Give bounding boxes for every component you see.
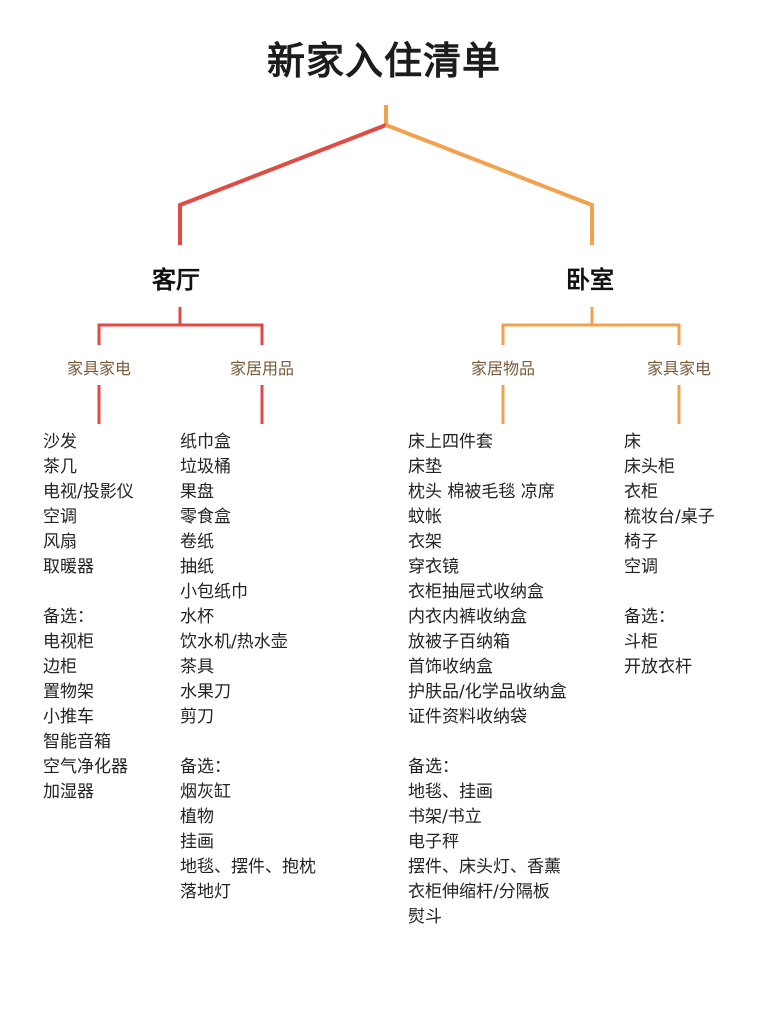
list-item: 地毯、挂画 [408,782,493,802]
list-item: 床上四件套 [408,432,493,452]
list-item: 床头柜 [624,457,675,477]
list-item: 备选： [408,757,459,777]
list-item: 空调 [624,557,658,577]
item-list: 沙发茶几电视/投影仪空调风扇取暖器备选： 电视柜边柜置物架小推车智能音箱空气净化器… [43,430,134,805]
list-item: 衣柜抽屉式收纳盒 [408,582,544,602]
list-item: 加湿器 [43,782,94,802]
branch-living-room [178,123,387,245]
list-item: 斗柜 [624,632,658,652]
category-bedroom-furniture-appliances: 家具家电 [646,359,711,378]
category-living-furniture-appliances: 家具家电 [66,359,131,378]
list-item: 茶具 [180,657,214,677]
list-item: 烟灰缸 [180,782,231,802]
list-item: 取暖器 [43,557,94,577]
list-item: 备选： [43,607,94,627]
list-item: 内衣内裤收纳盒 [408,607,527,627]
living-room-bracket [97,323,264,345]
room-bedroom: 卧室 [566,266,614,294]
list-item: 水杯 [180,607,214,627]
spacer [180,730,316,755]
list-item: 首饰收纳盒 [408,657,493,677]
list-item: 饮水机/热水壶 [180,632,288,652]
page-title: 新家入住清单 [266,39,501,83]
item-list: 纸巾盒垃圾桶果盘零食盒卷纸抽纸小包纸巾水杯饮水机/热水壶茶具水果刀剪刀备选： 烟灰… [180,430,316,905]
list-item: 卷纸 [180,532,214,552]
branch-bedroom [385,123,594,245]
list-item: 备选： [624,607,675,627]
list-item: 落地灯 [180,882,231,902]
list-item: 电视/投影仪 [43,482,134,502]
spacer [408,730,567,755]
list-item: 床垫 [408,457,442,477]
list-item: 纸巾盒 [180,432,231,452]
list-item: 果盘 [180,482,214,502]
item-list: 床床头柜衣柜梳妆台/桌子椅子空调备选： 斗柜开放衣杆 [624,430,715,680]
list-item: 证件资料收纳袋 [408,707,527,727]
list-item: 梳妆台/桌子 [624,507,715,527]
list-item: 衣柜 [624,482,658,502]
list-item: 开放衣杆 [624,657,692,677]
list-item: 挂画 [180,832,214,852]
list-item: 穿衣镜 [408,557,459,577]
list-item: 剪刀 [180,707,214,727]
list-item: 抽纸 [180,557,214,577]
list-item: 熨斗 [408,907,442,927]
list-item: 智能音箱 [43,732,111,752]
list-item: 置物架 [43,682,94,702]
list-item: 床 [624,432,641,452]
list-item: 护肤品/化学品收纳盒 [408,682,567,702]
list-item: 备选： [180,757,231,777]
list-item: 放被子百纳箱 [408,632,510,652]
list-item: 电子秤 [408,832,459,852]
list-item: 电视柜 [43,632,94,652]
list-item: 植物 [180,807,214,827]
list-item: 地毯、摆件、抱枕 [180,857,316,877]
list-item: 边柜 [43,657,77,677]
list-item: 衣柜伸缩杆/分隔板 [408,882,550,902]
list-item: 沙发 [43,432,77,452]
list-item: 小推车 [43,707,94,727]
list-item: 茶几 [43,457,77,477]
bedroom-bracket [501,323,681,345]
list-item: 水果刀 [180,682,231,702]
list-item: 椅子 [624,532,658,552]
item-list: 床上四件套床垫枕头 棉被毛毯 凉席蚊帐衣架穿衣镜衣柜抽屉式收纳盒内衣内裤收纳盒放… [408,430,567,930]
list-item: 摆件、床头灯、香薰 [408,857,561,877]
category-living-household-items: 家居用品 [229,359,294,378]
spacer [43,580,134,605]
room-living-room: 客厅 [152,266,200,294]
list-item: 零食盒 [180,507,231,527]
list-item: 空气净化器 [43,757,128,777]
list-item: 空调 [43,507,77,527]
list-item: 蚊帐 [408,507,442,527]
list-item: 书架/书立 [408,807,482,827]
list-item: 小包纸巾 [180,582,248,602]
list-item: 枕头 棉被毛毯 凉席 [408,482,555,502]
spacer [624,580,715,605]
list-item: 衣架 [408,532,442,552]
list-item: 风扇 [43,532,77,552]
list-item: 垃圾桶 [180,457,231,477]
category-bedroom-household-items: 家居物品 [470,359,535,378]
